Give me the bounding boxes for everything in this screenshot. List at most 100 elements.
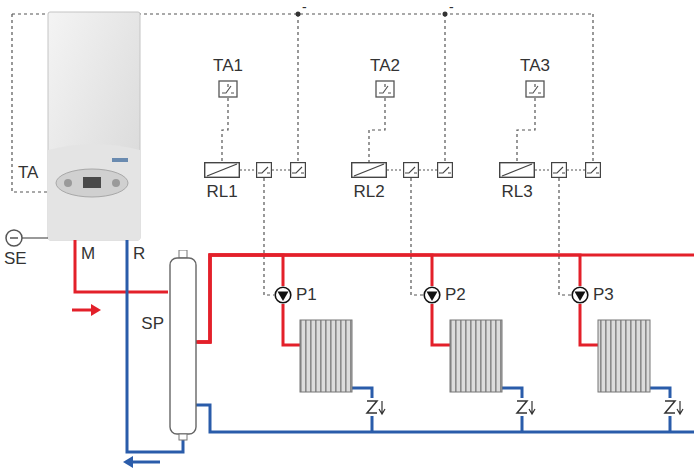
relay-symbol bbox=[404, 163, 419, 178]
thermostat-symbol bbox=[376, 81, 394, 97]
bus-junction bbox=[296, 12, 301, 17]
pump-symbol bbox=[424, 287, 440, 303]
flow-pipe bbox=[196, 255, 432, 342]
radiator bbox=[300, 320, 352, 392]
relay-symbol bbox=[354, 164, 384, 176]
relay-symbol bbox=[292, 167, 304, 173]
sp-node: SP bbox=[141, 250, 198, 442]
relay-symbol bbox=[438, 163, 453, 178]
separator-label: SP bbox=[141, 314, 164, 334]
thermostat-label: TA1 bbox=[213, 56, 243, 76]
return-arrow bbox=[123, 456, 133, 468]
thermostat-symbol bbox=[529, 84, 541, 93]
control-wire bbox=[559, 178, 571, 295]
radiator bbox=[450, 320, 502, 392]
relay-symbol bbox=[257, 163, 272, 178]
check-valve bbox=[529, 401, 535, 414]
relay-symbol bbox=[552, 163, 567, 178]
boiler bbox=[48, 12, 140, 240]
connection-label: R bbox=[133, 245, 145, 262]
control-wire bbox=[369, 98, 385, 162]
pump-node: P1 bbox=[274, 285, 317, 305]
thermostat-label: TA2 bbox=[370, 56, 400, 76]
control-bus bbox=[592, 14, 593, 162]
control-wire bbox=[264, 178, 274, 295]
relay-symbol bbox=[586, 163, 601, 178]
relay-symbol bbox=[500, 163, 535, 178]
outdoor-sensor bbox=[10, 237, 18, 239]
relay-node: RL2 bbox=[351, 162, 455, 202]
thermostat-symbol bbox=[218, 80, 238, 98]
relay-symbol bbox=[258, 167, 270, 173]
thermo-node: TA1 bbox=[213, 56, 243, 98]
flow-pipe bbox=[196, 255, 580, 342]
control-bus bbox=[12, 14, 48, 192]
pump-node: P3 bbox=[571, 285, 614, 305]
hydraulic-separator bbox=[170, 258, 196, 434]
thermostat-symbol bbox=[219, 81, 237, 97]
relay-symbol bbox=[553, 167, 565, 173]
check-valve bbox=[379, 401, 385, 414]
hydraulic-separator bbox=[168, 250, 198, 442]
return-pipe bbox=[127, 240, 694, 452]
thermostat-symbol bbox=[526, 81, 544, 97]
boiler bbox=[83, 177, 101, 188]
relay-symbol bbox=[499, 162, 603, 178]
thermostat-symbol bbox=[375, 80, 395, 98]
connection-label: M bbox=[81, 245, 95, 262]
pump-symbol bbox=[274, 286, 292, 304]
pump-symbol bbox=[427, 292, 438, 302]
boiler bbox=[112, 158, 128, 162]
pump-symbol bbox=[575, 292, 586, 302]
boiler bbox=[56, 169, 128, 197]
pump-symbol bbox=[571, 286, 589, 304]
return-pipe bbox=[196, 405, 694, 432]
connection-label: SE bbox=[4, 250, 27, 267]
thermostat-symbol bbox=[379, 84, 391, 93]
pump-label: P2 bbox=[445, 285, 466, 305]
check-valve bbox=[677, 401, 683, 414]
outdoor-sensor bbox=[6, 230, 48, 246]
thermostat-symbol bbox=[222, 84, 234, 93]
thermostat-symbol bbox=[525, 80, 545, 98]
connection-label: TA bbox=[18, 164, 38, 181]
boiler bbox=[64, 179, 72, 187]
flow-arrow bbox=[72, 304, 101, 316]
check-valve bbox=[367, 401, 377, 413]
boiler bbox=[48, 12, 140, 240]
flow-pipe bbox=[580, 304, 598, 345]
relay-label: RL2 bbox=[351, 182, 387, 202]
return-arrow bbox=[123, 456, 160, 468]
flow-arrow bbox=[91, 304, 101, 316]
relay-symbol bbox=[205, 163, 240, 178]
control-bus bbox=[444, 14, 445, 162]
bus-junction bbox=[296, 12, 448, 17]
relay-symbol bbox=[502, 164, 532, 176]
outdoor-sensor bbox=[6, 230, 22, 246]
control-bus bbox=[297, 14, 298, 162]
relay-symbol bbox=[351, 162, 455, 178]
pump-node: P2 bbox=[423, 285, 466, 305]
hydraulic-separator bbox=[179, 434, 187, 440]
outdoor-sensor bbox=[22, 237, 48, 238]
relay-label: RL1 bbox=[204, 182, 240, 202]
boiler bbox=[112, 179, 120, 187]
pump-label: P1 bbox=[296, 285, 317, 305]
pump-symbol bbox=[572, 287, 588, 303]
relay-symbol bbox=[587, 167, 599, 173]
control-wire bbox=[222, 98, 228, 162]
check-valve bbox=[517, 401, 527, 413]
radiator bbox=[300, 320, 650, 392]
control-wire bbox=[517, 98, 535, 162]
thermo-node: TA2 bbox=[370, 56, 400, 98]
check-valve bbox=[663, 398, 677, 416]
flow-arrow bbox=[72, 309, 92, 312]
check-valve bbox=[365, 398, 683, 416]
relay-symbol bbox=[405, 167, 417, 173]
relay-node: RL1 bbox=[204, 162, 308, 202]
relay-label: RL3 bbox=[499, 182, 535, 202]
thermo-node: TA3 bbox=[520, 56, 550, 98]
